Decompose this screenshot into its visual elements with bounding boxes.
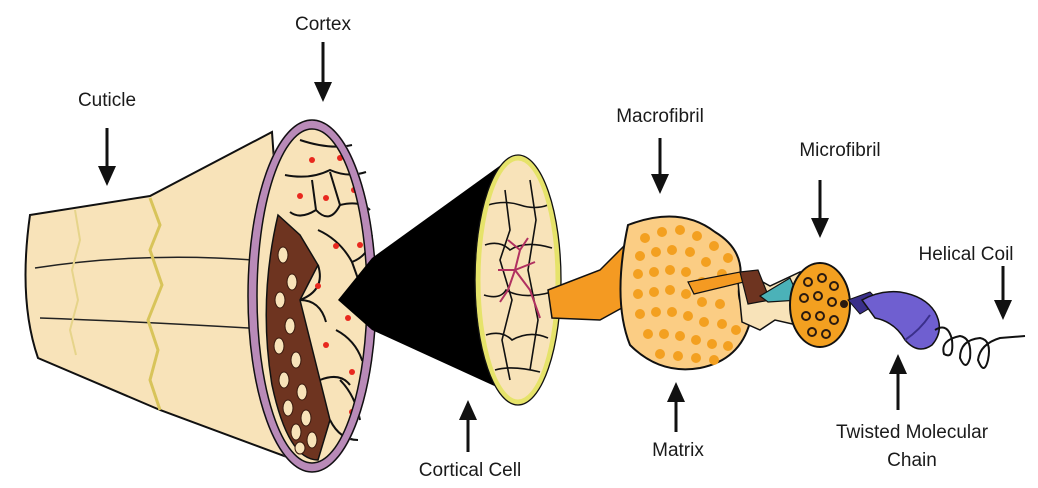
twisted-molecular-chain bbox=[848, 292, 939, 349]
arrow-macrofibril bbox=[651, 138, 669, 194]
label-cortex: Cortex bbox=[295, 14, 351, 35]
arrow-cuticle bbox=[98, 128, 116, 186]
microfibril bbox=[790, 263, 850, 347]
label-cuticle: Cuticle bbox=[78, 90, 136, 111]
label-cortical-cell: Cortical Cell bbox=[419, 460, 521, 481]
cortical-cell bbox=[475, 155, 561, 405]
arrow-twisted-chain bbox=[889, 354, 907, 410]
arrow-matrix bbox=[667, 382, 685, 432]
helical-coil bbox=[935, 328, 1025, 368]
label-chain: Chain bbox=[887, 450, 937, 471]
arrow-helical-coil bbox=[994, 266, 1012, 320]
label-twisted-molecular: Twisted Molecular bbox=[836, 422, 989, 443]
label-macrofibril: Macrofibril bbox=[616, 106, 704, 127]
label-microfibril: Microfibril bbox=[799, 140, 880, 161]
label-helical-coil: Helical Coil bbox=[918, 244, 1013, 265]
arrow-cortex bbox=[314, 42, 332, 102]
arrow-cortical-cell bbox=[459, 400, 477, 452]
arrow-microfibril bbox=[811, 180, 829, 238]
macrofibril bbox=[548, 216, 750, 369]
label-matrix: Matrix bbox=[652, 440, 704, 461]
